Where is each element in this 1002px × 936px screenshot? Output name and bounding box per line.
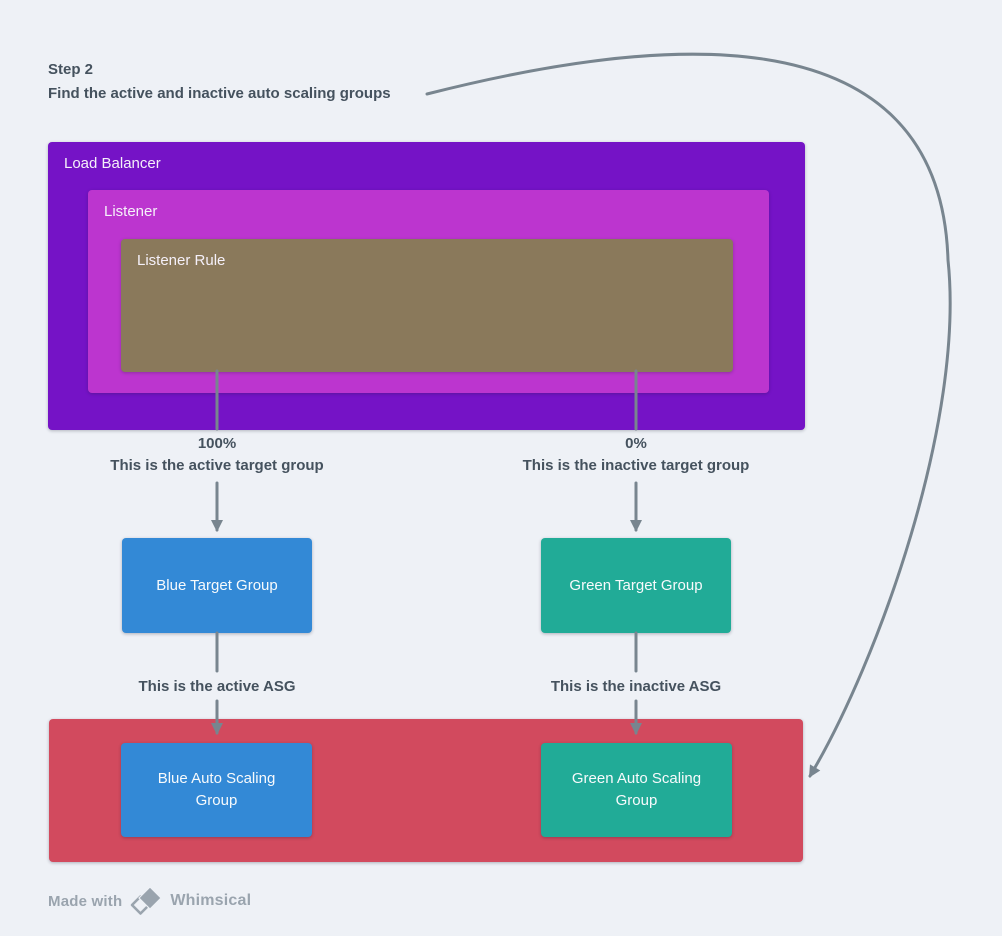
load-balancer-box[interactable]: Load Balancer Listener Listener Rule [48, 142, 805, 430]
inactive-asg-note[interactable]: This is the inactive ASG [550, 678, 722, 695]
whimsical-diamond-logo-icon [131, 886, 163, 915]
listener-rule-label: Listener Rule [137, 252, 226, 269]
listener-rule-box[interactable]: Listener Rule [121, 239, 733, 372]
step-title[interactable]: Step 2 Find the active and inactive auto… [48, 58, 391, 106]
blue-target-group-box[interactable]: Blue Target Group [122, 538, 312, 633]
blue-target-group-label: Blue Target Group [156, 576, 278, 594]
asg-container-box[interactable]: Blue Auto Scaling Group Green Auto Scali… [49, 719, 803, 862]
weight-label-active[interactable]: 100% [197, 435, 237, 452]
active-target-group-note[interactable]: This is the active target group [110, 457, 324, 474]
made-with-whimsical-badge[interactable]: Made with Whimsical [48, 886, 251, 916]
green-target-group-label: Green Target Group [569, 576, 703, 594]
step-title-line1: Step 2 [48, 61, 94, 78]
green-target-group-box[interactable]: Green Target Group [541, 538, 731, 633]
made-with-label: Made with [48, 892, 123, 910]
active-asg-note[interactable]: This is the active ASG [138, 678, 296, 695]
green-asg-label: Green Auto Scaling Group [571, 770, 702, 809]
step-title-line2: Find the active and inactive auto scalin… [48, 85, 391, 102]
inactive-target-group-note[interactable]: This is the inactive target group [522, 457, 750, 474]
blue-asg-box[interactable]: Blue Auto Scaling Group [121, 743, 312, 837]
weight-label-inactive[interactable]: 0% [625, 435, 647, 452]
listener-label: Listener [104, 203, 158, 220]
load-balancer-label: Load Balancer [64, 155, 161, 172]
blue-asg-label: Blue Auto Scaling Group [157, 770, 276, 809]
green-asg-box[interactable]: Green Auto Scaling Group [541, 743, 732, 837]
whimsical-brand-label: Whimsical [170, 892, 252, 909]
listener-box[interactable]: Listener Listener Rule [88, 190, 769, 393]
